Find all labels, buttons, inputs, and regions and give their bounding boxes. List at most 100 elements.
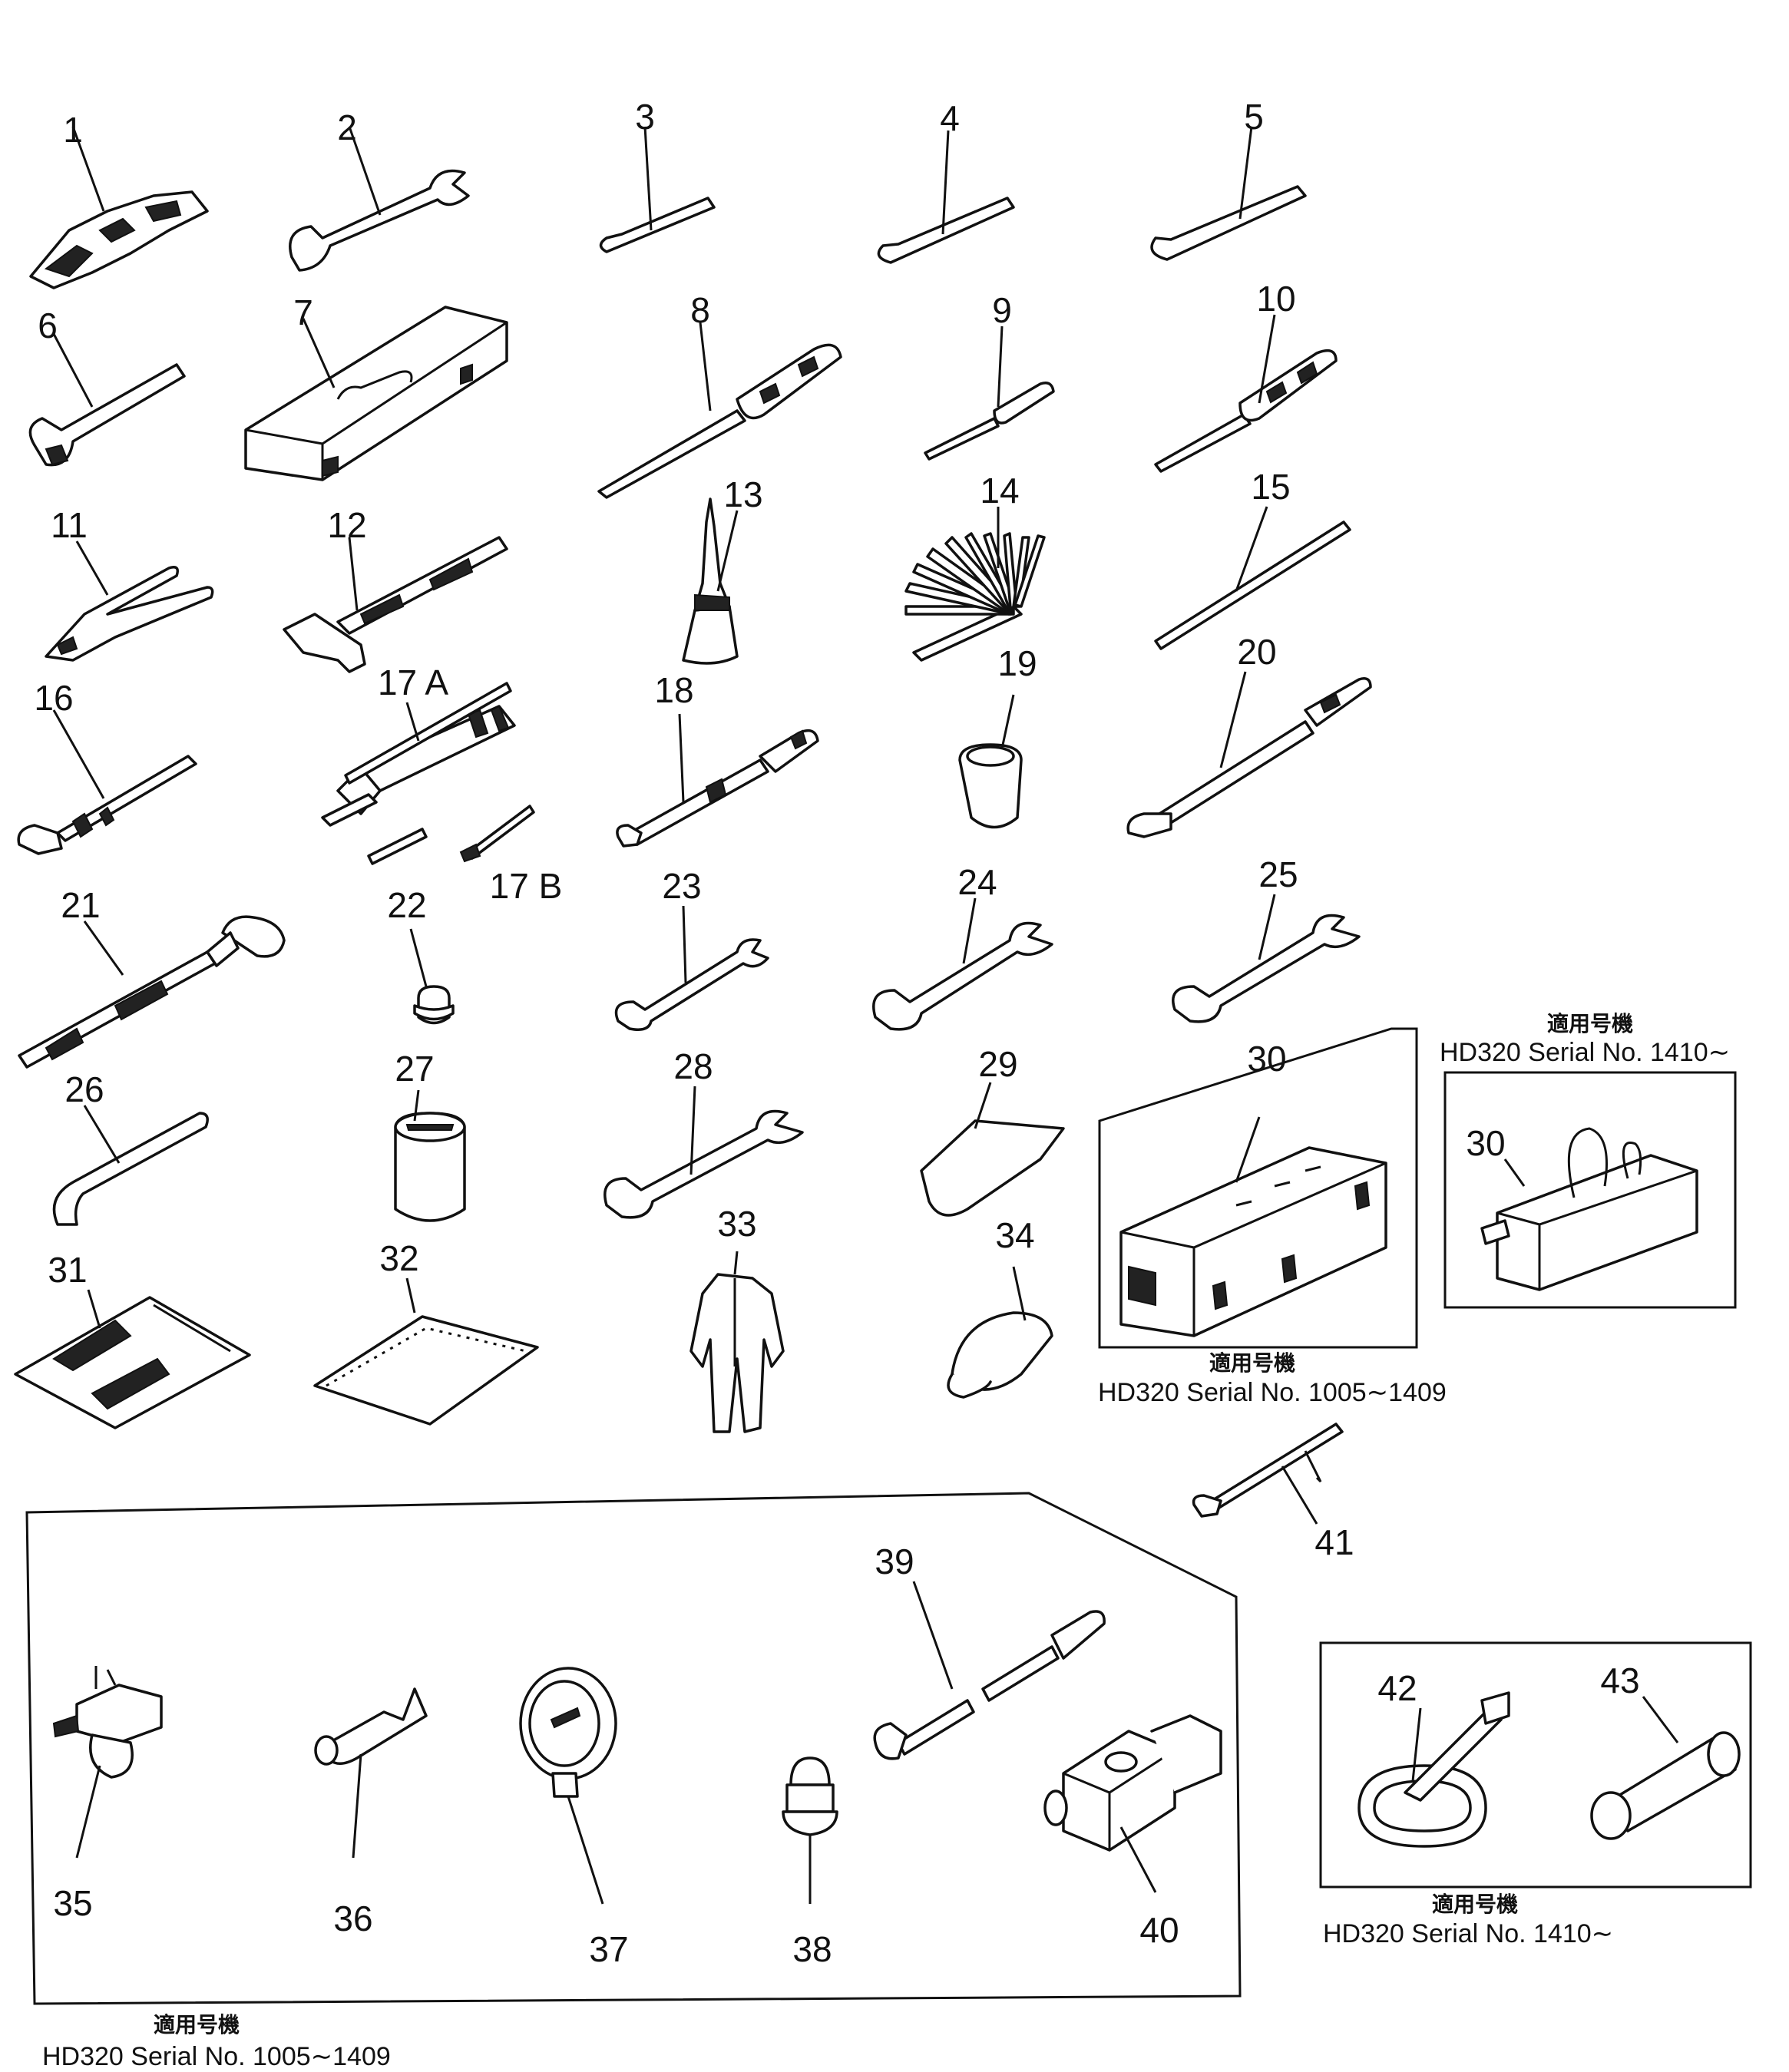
- group-42-43-frame: [1319, 1641, 1752, 1889]
- serial-caption-30-steel: HD320 Serial No. 1005∼1409: [1098, 1378, 1447, 1407]
- callout-9: 9: [992, 290, 1012, 330]
- callout-37: 37: [589, 1929, 628, 1969]
- part-17b-extension-illustration: [367, 805, 535, 865]
- callout-30-steel-box: 30: [1247, 1039, 1286, 1079]
- group-35-40-frame: [25, 1492, 1242, 2005]
- part-35-valve-illustration: [52, 1666, 163, 1859]
- callout-29: 29: [978, 1044, 1017, 1084]
- callout-21: 21: [61, 885, 100, 925]
- part-20-handle-illustration: [1126, 671, 1372, 838]
- part-13-oil-can-illustration: [682, 497, 739, 665]
- callout-20: 20: [1237, 632, 1276, 672]
- serial-caption-30-bag: HD320 Serial No. 1410∼: [1440, 1038, 1730, 1067]
- part-22-small-socket-illustration: [409, 928, 455, 1025]
- callout-23: 23: [662, 866, 701, 906]
- callout-22: 22: [387, 885, 426, 925]
- part-3-hex-key-illustration: [599, 126, 716, 253]
- callout-33: 33: [717, 1204, 756, 1244]
- part-15-pry-bar-illustration: [1154, 506, 1351, 650]
- callout-5: 5: [1244, 97, 1264, 137]
- callout-16: 16: [34, 678, 73, 718]
- part-9-small-screwdriver-illustration: [924, 326, 1055, 461]
- callout-26: 26: [64, 1069, 104, 1109]
- callout-36: 36: [333, 1899, 372, 1938]
- callout-28: 28: [673, 1046, 713, 1086]
- callout-11: 11: [51, 505, 88, 545]
- applicable-label-30-bag: 適用号機: [1547, 1011, 1633, 1036]
- part-34-cap-illustration: [947, 1266, 1053, 1399]
- callout-12: 12: [327, 505, 366, 545]
- part-37-pressure-gauge-illustration: [519, 1667, 617, 1905]
- part-38-nipple-illustration: [782, 1756, 838, 1904]
- part-19-socket-illustration: [958, 694, 1023, 829]
- callout-4: 4: [940, 98, 960, 138]
- tool-box-30-frame: [1098, 1027, 1418, 1349]
- part-10-screwdriver-illustration: [1154, 314, 1338, 473]
- serial-caption-35-40: HD320 Serial No. 1005∼1409: [42, 2042, 391, 2071]
- part-4-hex-key-illustration: [877, 130, 1015, 264]
- callout-8: 8: [690, 290, 710, 330]
- part-1-tool-roll-illustration: [29, 126, 209, 289]
- callout-6: 6: [38, 306, 58, 345]
- part-29-rag-illustration: [920, 1082, 1065, 1217]
- callout-24: 24: [957, 862, 997, 902]
- callout-17b: 17 B: [490, 866, 563, 906]
- callout-32: 32: [379, 1238, 418, 1278]
- part-7-tool-case-illustration: [244, 306, 508, 481]
- part-5-hex-key-illustration: [1150, 126, 1307, 261]
- part-40-block-adapter-illustration: [1043, 1714, 1222, 1893]
- callout-1: 1: [63, 110, 83, 150]
- callout-10: 10: [1256, 279, 1295, 319]
- part-17a-grease-gun-illustration: [321, 682, 516, 827]
- part-14-feeler-gauge-illustration: [904, 507, 1046, 662]
- part-41-bar-illustration: [1192, 1423, 1344, 1525]
- callout-25: 25: [1258, 854, 1298, 894]
- callout-3: 3: [635, 97, 655, 137]
- part-31-manual-illustration: [14, 1289, 251, 1429]
- callout-43: 43: [1600, 1661, 1639, 1700]
- callout-7: 7: [293, 292, 313, 332]
- part-39-hose-illustration: [873, 1581, 1106, 1760]
- callout-14: 14: [980, 471, 1019, 511]
- callout-15: 15: [1251, 467, 1290, 507]
- callout-42: 42: [1377, 1668, 1417, 1708]
- callout-2: 2: [337, 107, 357, 147]
- applicable-label-35-40: 適用号機: [154, 2012, 240, 2037]
- callout-34: 34: [995, 1215, 1034, 1255]
- part-23-wrench-illustration: [614, 905, 769, 1031]
- applicable-label-30-steel: 適用号機: [1209, 1350, 1295, 1376]
- callout-35: 35: [53, 1883, 92, 1923]
- callout-30-bag: 30: [1466, 1123, 1505, 1163]
- part-27-socket-illustration: [394, 1089, 466, 1222]
- part-12-hammer-illustration: [283, 536, 508, 673]
- serial-caption-42-43: HD320 Serial No. 1410∼: [1323, 1919, 1613, 1948]
- part-11-pliers-illustration: [45, 540, 214, 662]
- callout-40: 40: [1139, 1910, 1179, 1950]
- part-36-adapter-illustration: [314, 1687, 428, 1859]
- callout-18: 18: [654, 670, 693, 710]
- part-26-hex-bar-illustration: [52, 1105, 209, 1226]
- part-21-socket-extension-illustration: [18, 915, 286, 1069]
- tool-bag-30-frame: [1443, 1071, 1737, 1309]
- part-16-socket-bar-illustration: [17, 709, 197, 855]
- part-32-pad-illustration: [313, 1277, 539, 1426]
- part-2-wrench-illustration: [289, 126, 470, 272]
- part-6-adjustable-wrench-illustration: [28, 333, 186, 467]
- callout-19: 19: [997, 643, 1037, 683]
- callout-31: 31: [48, 1250, 87, 1290]
- callout-13: 13: [723, 474, 762, 514]
- callout-27: 27: [395, 1049, 434, 1089]
- callout-17a: 17 A: [378, 663, 448, 702]
- callout-39: 39: [875, 1542, 914, 1581]
- part-33-coveralls-illustration: [689, 1251, 785, 1433]
- callout-41: 41: [1314, 1522, 1354, 1562]
- part-25-wrench-illustration: [1172, 894, 1361, 1023]
- part-42-filter-wrench-illustration: [1357, 1691, 1510, 1848]
- part-28-wrench-illustration: [603, 1086, 804, 1219]
- part-43-cartridge-illustration: [1590, 1696, 1741, 1840]
- part-8-screwdriver-illustration: [597, 322, 842, 499]
- callout-38: 38: [792, 1929, 832, 1969]
- part-18-extension-bar-illustration: [616, 713, 819, 848]
- part-24-wrench-illustration: [872, 897, 1053, 1031]
